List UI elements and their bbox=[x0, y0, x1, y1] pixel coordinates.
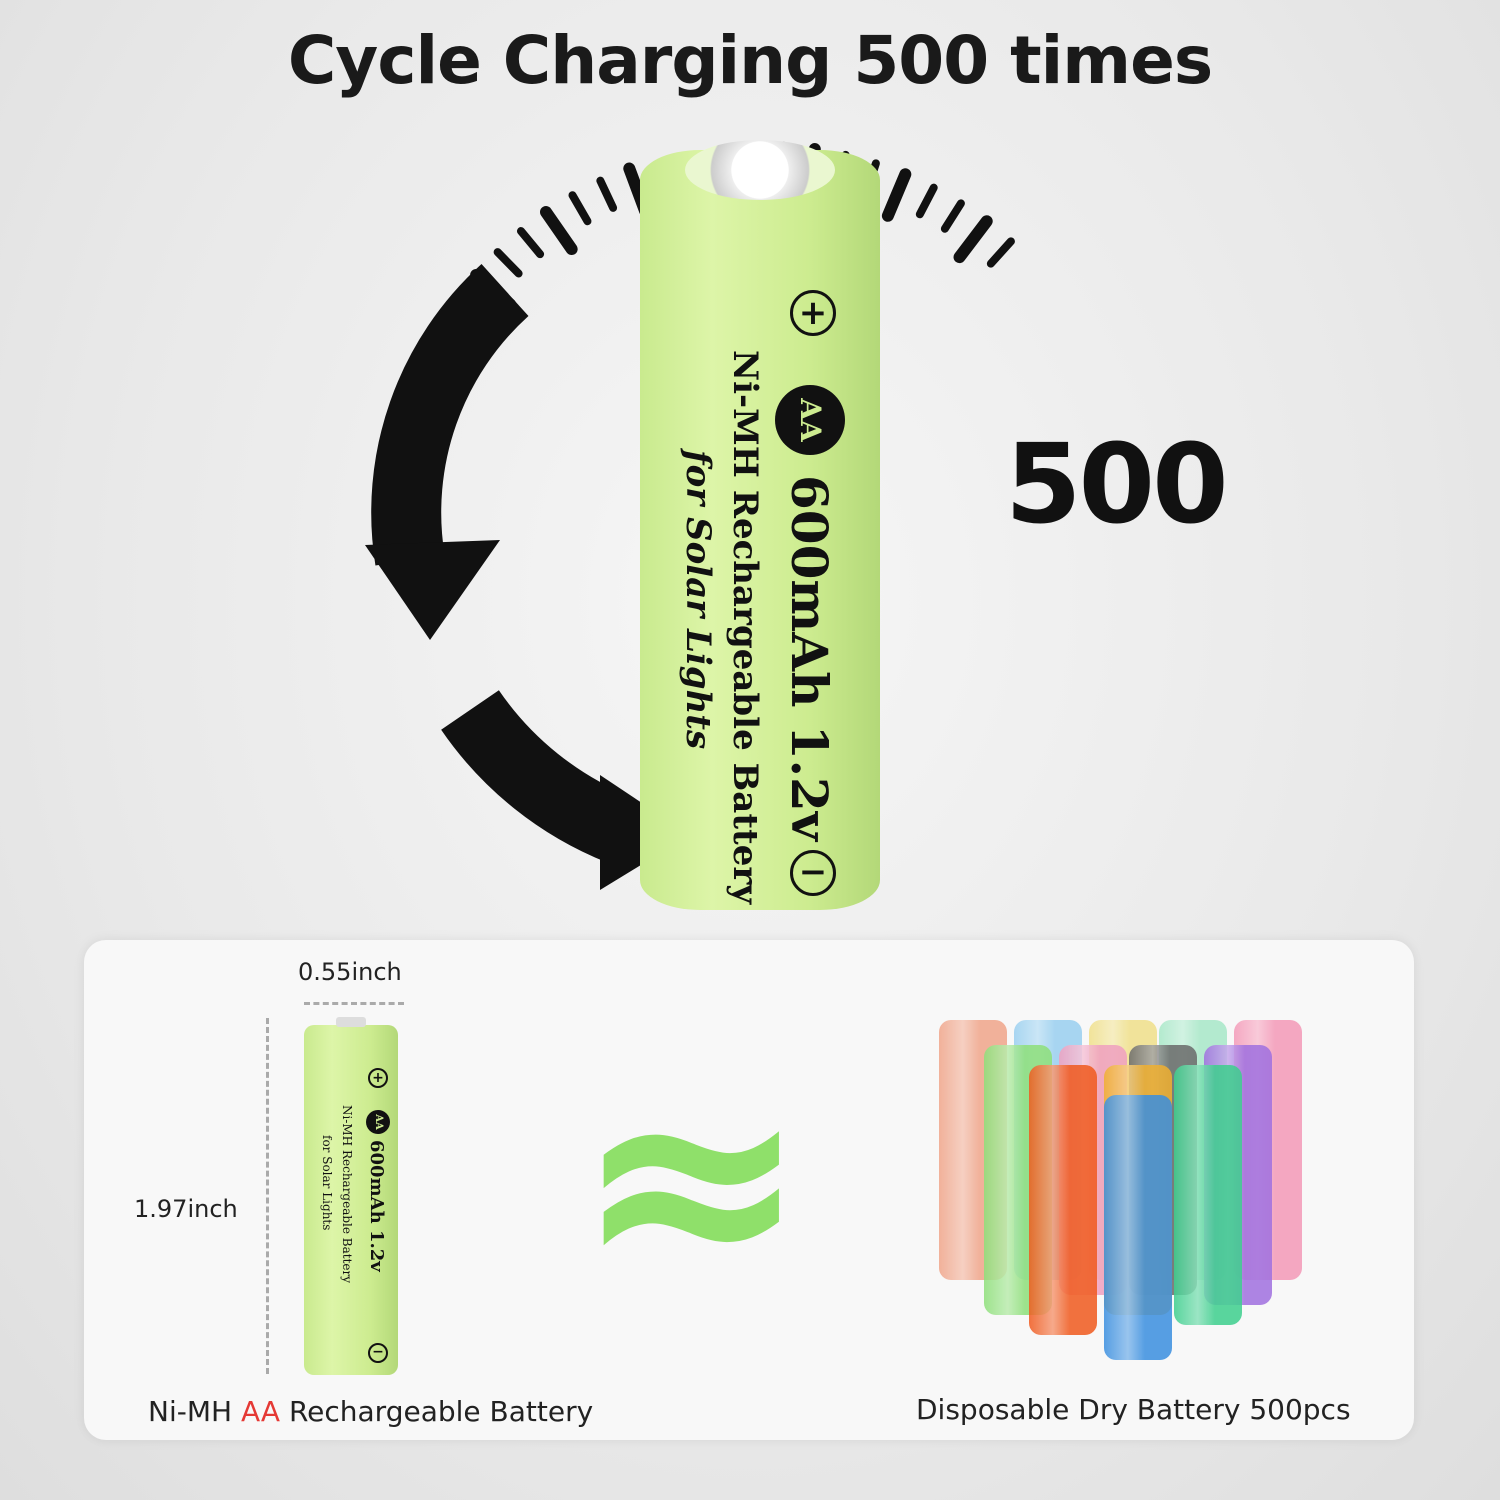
small-battery-image: + AA 600mAh 1.2v Ni-MH Rechargeable Batt… bbox=[304, 1017, 398, 1375]
tick-mark bbox=[493, 248, 523, 278]
dry-battery bbox=[1174, 1065, 1242, 1325]
main-battery-image: + AA 600mAh 1.2v Ni-MH Rechargeable Batt… bbox=[640, 140, 880, 910]
usage-line: for Solar Lights bbox=[320, 1135, 334, 1231]
tick-mark bbox=[516, 227, 545, 259]
caption-suffix: Rechargeable Battery bbox=[280, 1395, 594, 1428]
tick-mark bbox=[940, 199, 965, 233]
caption-highlight: AA bbox=[240, 1395, 281, 1428]
capacity-voltage: 600mAh 1.2v bbox=[780, 475, 839, 841]
battery-terminal bbox=[336, 1017, 366, 1027]
comparison-panel: 0.55inch 1.97inch + AA 600mAh 1.2v Ni-MH… bbox=[84, 940, 1414, 1440]
arrow-head-down-icon bbox=[365, 540, 500, 640]
tick-mark bbox=[881, 168, 912, 222]
plus-icon: + bbox=[368, 1068, 388, 1088]
tick-mark bbox=[568, 191, 592, 226]
dry-battery bbox=[1029, 1065, 1097, 1335]
tick-mark bbox=[986, 237, 1015, 268]
cycle-arrow-lower-icon bbox=[441, 689, 634, 863]
battery-terminal bbox=[685, 140, 835, 200]
tick-mark bbox=[539, 206, 578, 256]
plus-icon: + bbox=[790, 290, 836, 336]
cycle-count: 500 bbox=[1005, 420, 1229, 548]
cycle-arrow-upper-icon bbox=[371, 264, 529, 566]
tick-mark bbox=[953, 215, 993, 264]
tick-mark bbox=[596, 176, 618, 212]
right-caption: Disposable Dry Battery 500pcs bbox=[916, 1393, 1351, 1426]
tick-mark bbox=[915, 183, 938, 219]
height-dimension-line bbox=[266, 1018, 269, 1374]
width-dimension-line bbox=[304, 1002, 404, 1005]
caption-prefix: Ni-MH bbox=[148, 1395, 241, 1428]
capacity-voltage: 600mAh 1.2v bbox=[366, 1140, 387, 1272]
headline: Cycle Charging 500 times bbox=[287, 22, 1213, 99]
minus-icon: − bbox=[790, 850, 836, 896]
left-caption: Ni-MH AA Rechargeable Battery bbox=[148, 1395, 593, 1428]
dry-battery bbox=[1104, 1095, 1172, 1360]
width-label: 0.55inch bbox=[298, 958, 402, 986]
chemistry-line: Ni-MH Rechargeable Battery bbox=[725, 350, 765, 905]
approx-symbol: ≈ bbox=[574, 1017, 809, 1343]
aa-badge: AA bbox=[366, 1110, 390, 1134]
aa-badge: AA bbox=[775, 385, 845, 455]
usage-line: for Solar Lights bbox=[678, 450, 718, 750]
chemistry-line: Ni-MH Rechargeable Battery bbox=[340, 1105, 354, 1284]
height-label: 1.97inch bbox=[134, 1195, 238, 1223]
minus-icon: − bbox=[368, 1343, 388, 1363]
